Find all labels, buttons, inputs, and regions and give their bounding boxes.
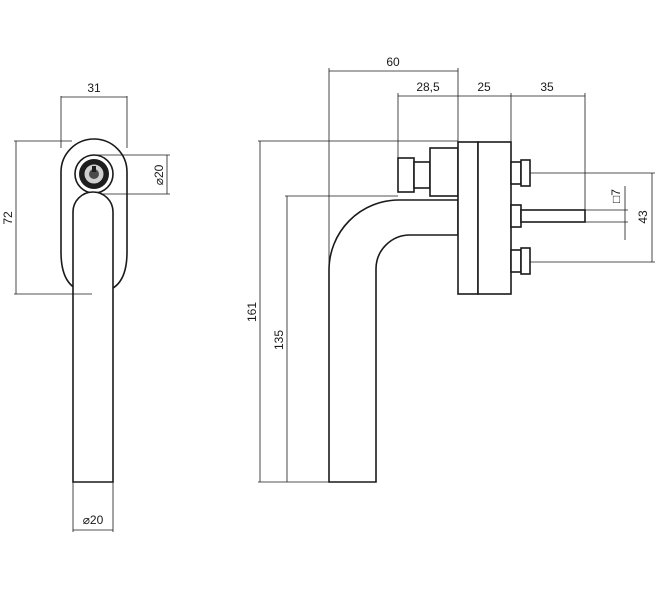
- lock-button: [397, 157, 415, 193]
- screw-head-top: [510, 161, 522, 185]
- handle-body: [328, 199, 459, 483]
- front-height-label: 72: [1, 211, 15, 225]
- screw-head-bottom: [510, 249, 522, 273]
- spindle-length-label: 35: [540, 80, 554, 94]
- side-view: 60 28,5 25 35 □7 43: [245, 55, 655, 483]
- hub: [429, 147, 459, 197]
- front-view: 31 ⌀20 72 ⌀20: [1, 81, 170, 532]
- screw-nut-top: [520, 159, 531, 187]
- base-plate-outer: [457, 141, 479, 295]
- front-width-label: 31: [87, 81, 101, 95]
- key-slot: [92, 166, 96, 172]
- keyhole-icon: [89, 169, 99, 179]
- base-thickness-label: 25: [477, 80, 491, 94]
- total-height-label: 161: [245, 302, 259, 322]
- screw-spacing-label: 43: [636, 210, 650, 224]
- screw-nut-bottom: [520, 247, 531, 275]
- base-plate-inner: [477, 141, 512, 295]
- lock-collar: [413, 161, 431, 189]
- spindle: [520, 209, 586, 223]
- spindle-square-label: □7: [609, 189, 623, 203]
- grip-diameter-label: ⌀20: [83, 513, 104, 527]
- spindle-offset-label: 28,5: [416, 80, 440, 94]
- rosette-diameter-label: ⌀20: [152, 164, 166, 185]
- handle-grip: [72, 191, 114, 483]
- grip-length-label: 135: [272, 330, 286, 350]
- projection-label: 60: [386, 55, 400, 69]
- spindle-collar: [510, 204, 522, 228]
